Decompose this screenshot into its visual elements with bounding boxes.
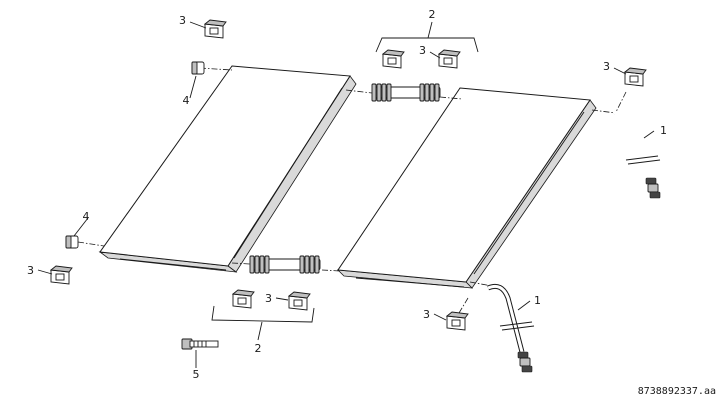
end-cap-bottom [65,235,79,249]
callout-2-bottom: 2 [255,342,262,355]
callout-3-bottom-mid: 3 [265,292,272,305]
callout-3-bottom-right: 3 [423,308,430,321]
mounting-clip-bottom-mid-left [231,289,255,309]
collector-panel-right [336,87,597,289]
callouts: 3 2 3 3 4 1 4 3 3 1 3 2 5 [27,8,667,381]
leader-lines [37,21,655,368]
callout-4-bottom: 4 [83,210,90,223]
callout-3-top-right: 3 [603,60,610,73]
flex-hose-lower [487,283,535,373]
mounting-clip-bottom-left [49,265,73,285]
callout-3-bottom-left: 3 [27,264,34,277]
bolt [181,338,219,350]
callout-3-top-mid: 3 [419,44,426,57]
callout-1-lower: 1 [534,294,541,307]
callout-3-top-left: 3 [179,14,186,27]
drawing-reference-code: 8738892337.aa [638,386,716,397]
flex-hose-upper [613,110,661,199]
mounting-clip-top-left [203,19,227,39]
callout-1-upper: 1 [660,124,667,137]
mounting-clip-bottom-right [445,311,469,331]
connector-pipe-top [371,83,441,102]
group-bracket-top [375,21,479,53]
callout-4-top: 4 [183,94,190,107]
callout-2-top: 2 [429,8,436,21]
callout-5-bolt: 5 [193,368,200,381]
mounting-clip-bottom-mid-right [287,291,311,311]
alignment-axes [77,67,627,319]
connector-pipe-bottom [249,255,321,274]
group-bracket-bottom [211,305,315,341]
end-cap-top [191,61,205,75]
collector-panel-left [98,65,357,273]
mounting-clip-top-mid-right [437,49,461,69]
mounting-clip-top-mid-left [381,49,405,69]
mounting-clip-top-right [623,67,647,87]
